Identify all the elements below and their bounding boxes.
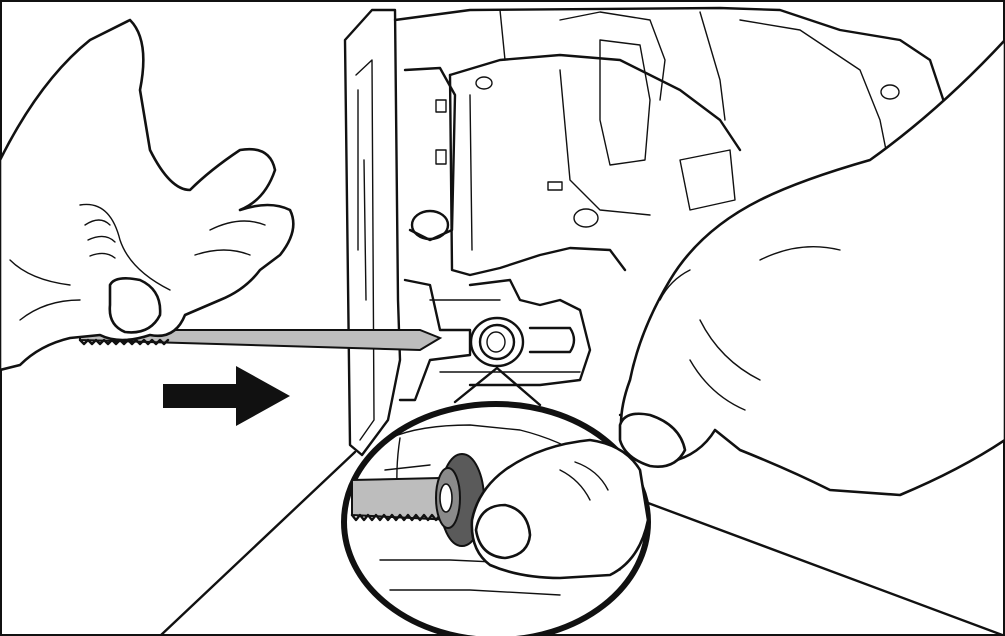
left-hand [0,18,295,372]
right-hand [618,38,1005,497]
work-surface [158,450,1005,636]
saw-blade [78,329,443,352]
right-arrow-icon [163,366,290,426]
detail-zoom-circle [341,366,651,636]
